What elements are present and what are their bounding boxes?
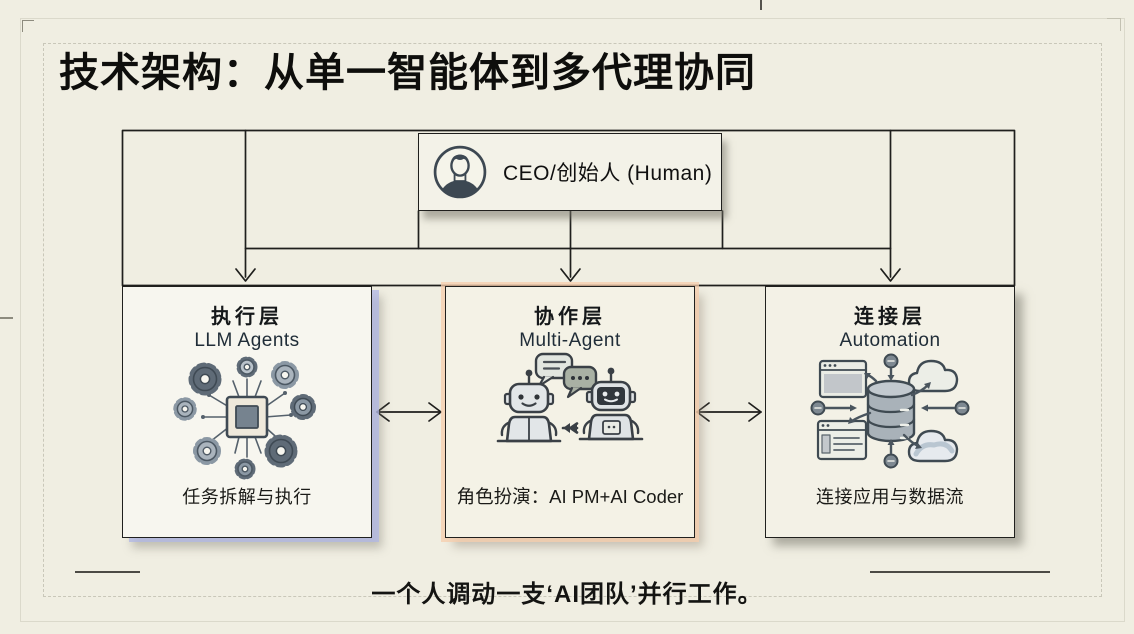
gear-top-left [188, 362, 222, 396]
gear-bottom [234, 458, 256, 480]
page-title: 技术架构：从单一智能体到多代理协同 [59, 51, 756, 95]
page-frame-line [20, 18, 1125, 622]
layer-title-zh: 执行层 [211, 306, 283, 328]
flow-arrows [824, 367, 956, 455]
robots-chat-icon [496, 352, 644, 443]
robot-right [578, 367, 644, 441]
ceo-node: CEO/创始人 (Human) [418, 133, 722, 211]
ceo-node-label: CEO/创始人 (Human) [503, 162, 713, 185]
layer-box-connection: 连接层 Automation [765, 286, 1015, 538]
crop-mark-top-right [1107, 18, 1121, 31]
rule-mark-bottom-left [75, 571, 140, 573]
gear-top [236, 356, 258, 378]
connector-nodes [810, 353, 970, 469]
gears-chip-icon [173, 356, 316, 480]
browser-window-bottom [816, 419, 868, 461]
layer-title-zh: 协作层 [534, 306, 606, 328]
crop-mark-top-left [22, 20, 34, 32]
gear-left [173, 397, 197, 421]
layer-title-en: Multi-Agent [519, 330, 621, 351]
cloud-bottom [907, 429, 959, 463]
database-cylinder [866, 379, 916, 443]
gear-top-right [271, 361, 299, 389]
chat-bubble-dots [562, 365, 598, 399]
layer-caption: 任务拆解与执行 [182, 487, 312, 507]
tick-mark-left [0, 317, 13, 319]
database-flow-icon [810, 353, 970, 469]
layer-title-zh: 连接层 [854, 306, 926, 328]
exchange-arrow [561, 422, 579, 434]
person-avatar-icon [433, 145, 487, 199]
gear-bottom-left [193, 437, 221, 465]
robot-left [496, 369, 562, 443]
cloud-top [907, 359, 959, 393]
browser-window-top [818, 359, 868, 399]
layer-caption: 角色扮演：AI PM+AI Coder [456, 486, 684, 507]
layer-box-collaboration: 协作层 Multi-Agent [445, 286, 695, 538]
tick-mark-top [760, 0, 762, 10]
rule-mark-bottom-right [870, 571, 1050, 573]
footer-tagline: 一个人调动一支‘AI团队’并行工作。 [371, 581, 763, 608]
page-guide-dashed-rect [43, 43, 1102, 597]
gear-bottom-right [264, 434, 298, 468]
layer-title-en: Automation [839, 330, 941, 351]
layer-box-execution: 执行层 LLM Agents [122, 286, 372, 538]
layer-title-en: LLM Agents [194, 330, 300, 351]
layer-caption: 连接应用与数据流 [816, 487, 964, 507]
chat-bubble-lines [534, 352, 574, 388]
gear-right [290, 394, 316, 420]
